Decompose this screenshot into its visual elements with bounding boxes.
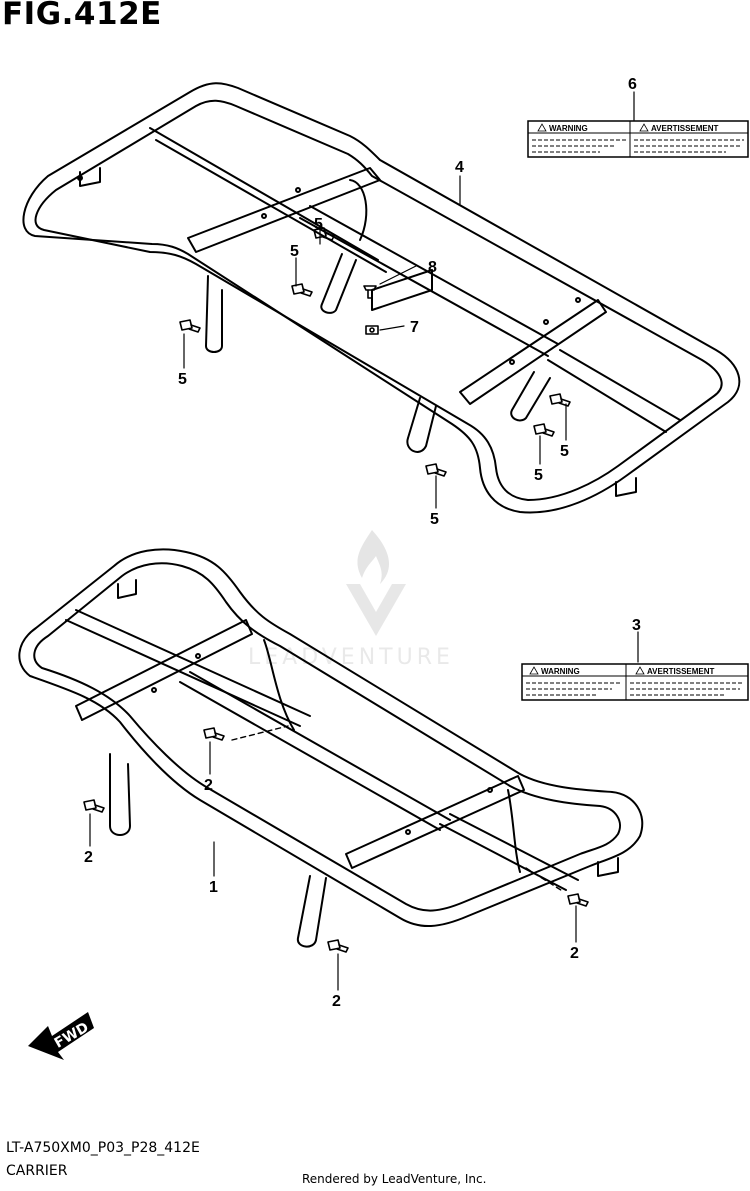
callout-2: 2 <box>204 777 213 794</box>
watermark-text: LEADVENTURE <box>248 645 454 670</box>
figure-title: FIG.412E <box>2 0 162 32</box>
callout-5: 5 <box>314 216 323 233</box>
rear-carrier-rack <box>22 82 741 514</box>
section-name: CARRIER <box>6 1163 68 1179</box>
callout-8: 8 <box>428 259 437 276</box>
callout-5: 5 <box>534 467 543 484</box>
callout-3: 3 <box>632 617 641 634</box>
label-3-avertissement: AVERTISSEMENT <box>647 667 715 676</box>
rendered-by: Rendered by LeadVenture, Inc. <box>302 1172 487 1186</box>
callout-2: 2 <box>570 945 579 962</box>
leader-lines <box>89 91 639 991</box>
callout-5: 5 <box>178 371 187 388</box>
warning-label-3: WARNING AVERTISSEMENT <box>521 663 749 701</box>
label-6-avertissement: AVERTISSEMENT <box>651 124 719 133</box>
callout-1: 1 <box>209 879 218 896</box>
figure-code: LT-A750XM0_P03_P28_412E <box>6 1140 200 1156</box>
callout-4: 4 <box>455 159 464 176</box>
callout-5: 5 <box>290 243 299 260</box>
callout-2: 2 <box>332 993 341 1010</box>
warning-label-6: WARNING AVERTISSEMENT <box>527 120 749 158</box>
fwd-arrow: FWD <box>28 1012 94 1060</box>
label-3-warning: WARNING <box>541 667 580 676</box>
watermark-logo: LEADVENTURE <box>248 530 454 670</box>
callout-5: 5 <box>430 511 439 528</box>
callout-7: 7 <box>410 319 419 336</box>
callout-2: 2 <box>84 849 93 866</box>
front-carrier-rack <box>18 548 644 948</box>
callout-5: 5 <box>560 443 569 460</box>
callout-6: 6 <box>628 76 637 93</box>
bolts <box>83 227 589 953</box>
label-6-warning: WARNING <box>549 124 588 133</box>
callouts: 6 4 5 5 8 7 5 5 5 5 3 2 2 1 2 2 <box>84 76 641 1010</box>
